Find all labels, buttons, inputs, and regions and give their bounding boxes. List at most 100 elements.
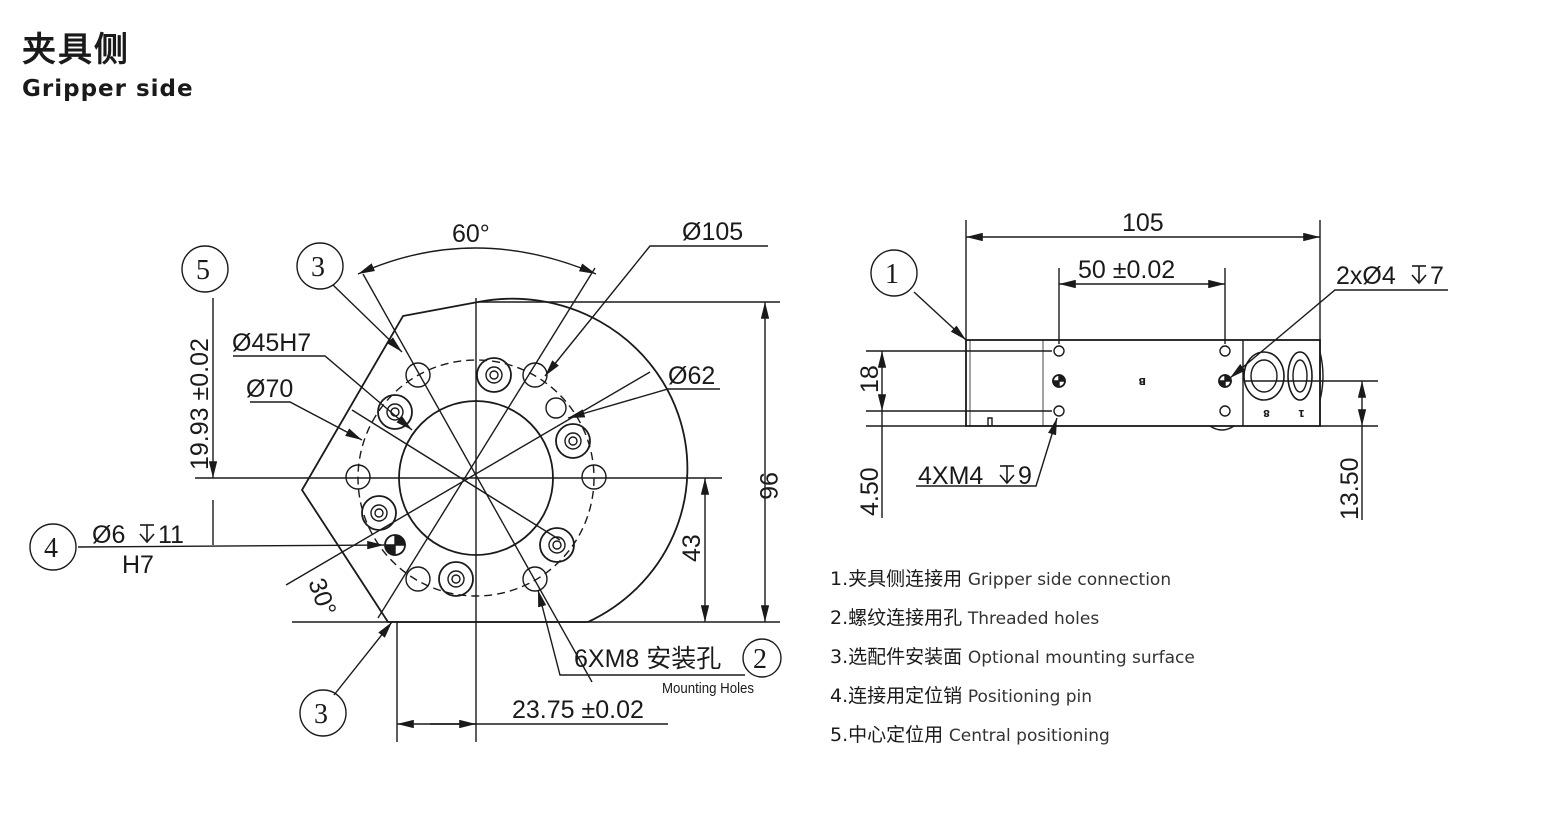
depth-symbol-icon [999, 465, 1015, 485]
callout-text-3-bottom: 3 [314, 699, 328, 730]
port-fitting [1250, 359, 1278, 393]
legend-item-en: Optional mounting surface [967, 648, 1195, 668]
callout-bubble-3-top [296, 242, 344, 290]
depth-symbol-icon [1411, 265, 1427, 285]
side-hole [1219, 405, 1231, 417]
callout-leader-3-top [332, 284, 403, 353]
leader-callout-1 [913, 291, 967, 341]
label-dia-45h7: Ø45H7 [232, 329, 311, 357]
label-dim-50: 50 ±0.02 [1078, 256, 1175, 284]
label-dim-18: 18 [856, 365, 884, 393]
side-view [866, 220, 1448, 520]
legend-item-en: Gripper side connection [967, 570, 1172, 590]
label-dia-105: Ø105 [682, 218, 743, 246]
page-title-cn: 夹具侧 [22, 30, 130, 70]
label-dim-1350: 13.50 [1336, 457, 1364, 520]
label-mounting-en: Mounting Holes [662, 680, 754, 697]
leader-2x-dia4 [1229, 289, 1448, 379]
face-mark-1: 1 [1298, 407, 1305, 418]
screw-head [438, 561, 474, 597]
callout-bubble-5 [181, 245, 229, 293]
legend-item-en: Positioning pin [967, 687, 1093, 707]
side-notch [987, 417, 993, 426]
callout-text-3-top: 3 [311, 252, 325, 283]
callout-leader-3-bottom [333, 621, 393, 696]
screw-head [361, 495, 397, 531]
callout-text-1: 1 [885, 259, 899, 290]
legend-item-cn: 5.中心定位用 [830, 724, 944, 746]
legend-item-cn: 4.连接用定位销 [830, 685, 963, 707]
face-mark-8: 8 [1263, 407, 1270, 418]
plain-hole [405, 566, 431, 592]
legend-item: 1.夹具侧连接用 Gripper side connection [830, 564, 1195, 603]
port-fitting [1287, 351, 1313, 401]
positioning-pin [384, 534, 406, 556]
legend-item: 4.连接用定位销 Positioning pin [830, 681, 1195, 720]
callout-text-5: 5 [196, 255, 210, 286]
face-mark-b: B [1138, 375, 1146, 386]
leader-4xm4 [916, 417, 1058, 487]
label-hole-depth: 7 [1430, 262, 1444, 290]
label-pin-depth: 11 [158, 521, 184, 549]
label-dim-450: 4.50 [856, 467, 884, 516]
callout-text-4: 4 [44, 533, 58, 564]
plain-hole [581, 464, 607, 490]
leader-pin [77, 540, 385, 550]
legend-item-cn: 2.螺纹连接用孔 [830, 607, 963, 629]
leader-mounting [537, 589, 745, 676]
callout-bubble-2 [742, 638, 782, 678]
legend-item-en: Central positioning [948, 726, 1110, 746]
label-dim-43: 43 [678, 534, 706, 562]
plain-hole [522, 362, 548, 388]
legend-item-cn: 1.夹具侧连接用 [830, 568, 963, 590]
depth-symbol-icon [139, 524, 155, 544]
label-2x-dia4: 2xØ4 [1336, 262, 1396, 290]
label-pin-spec: Ø6 [92, 521, 125, 549]
side-hole [1053, 405, 1065, 417]
label-dim-23-75: 23.75 ±0.02 [512, 696, 644, 724]
label-angle-30: 30° [302, 574, 341, 619]
screw-head [555, 423, 591, 459]
legend-item-cn: 3.选配件安装面 [830, 646, 963, 668]
plain-hole [345, 464, 371, 490]
plain-hole [405, 362, 431, 388]
body-outline [300, 297, 689, 623]
leader-dia-70 [250, 401, 363, 441]
screw-head [476, 357, 512, 393]
legend-item: 3.选配件安装面 Optional mounting surface [830, 642, 1195, 681]
legend-item-en: Threaded holes [967, 609, 1100, 629]
label-dim-96: 96 [754, 472, 782, 500]
label-dim-105: 105 [1122, 209, 1164, 237]
side-pin-hole [1052, 374, 1066, 388]
side-hole [1053, 345, 1065, 357]
plain-hole [522, 566, 548, 592]
leader-dia-62 [567, 388, 720, 419]
label-pin-fit: H7 [122, 551, 154, 579]
port-fitting-edge [1319, 351, 1324, 401]
legend-item: 2.螺纹连接用孔 Threaded holes [830, 603, 1195, 642]
label-dim-19-93: 19.93 ±0.02 [186, 338, 214, 470]
leader-dia-105 [544, 245, 768, 377]
port-fitting [1243, 351, 1285, 401]
label-dia-62: Ø62 [668, 362, 715, 390]
port-fitting [1292, 359, 1308, 393]
angle-arc-60 [357, 247, 597, 275]
side-notch [1209, 425, 1235, 431]
callout-bubble-3-bottom [299, 689, 347, 737]
side-pin-hole [1218, 374, 1232, 388]
callout-text-2: 2 [753, 644, 767, 675]
label-dia-70: Ø70 [246, 375, 293, 403]
label-angle-60: 60° [452, 220, 490, 248]
callout-bubble-4 [29, 523, 77, 571]
front-view [29, 242, 782, 742]
label-mounting-holes: 6XM8 安装孔 [574, 645, 721, 673]
page-title-en: Gripper side [22, 76, 194, 102]
diagonal-line-d [351, 409, 561, 541]
label-4xm4: 4XM4 [918, 462, 983, 490]
diagonal-line-b [377, 267, 596, 619]
legend-item: 5.中心定位用 Central positioning [830, 720, 1195, 759]
leader-dia-45 [233, 355, 413, 431]
diagonal-line-c [285, 371, 651, 586]
screw-head [539, 527, 575, 563]
